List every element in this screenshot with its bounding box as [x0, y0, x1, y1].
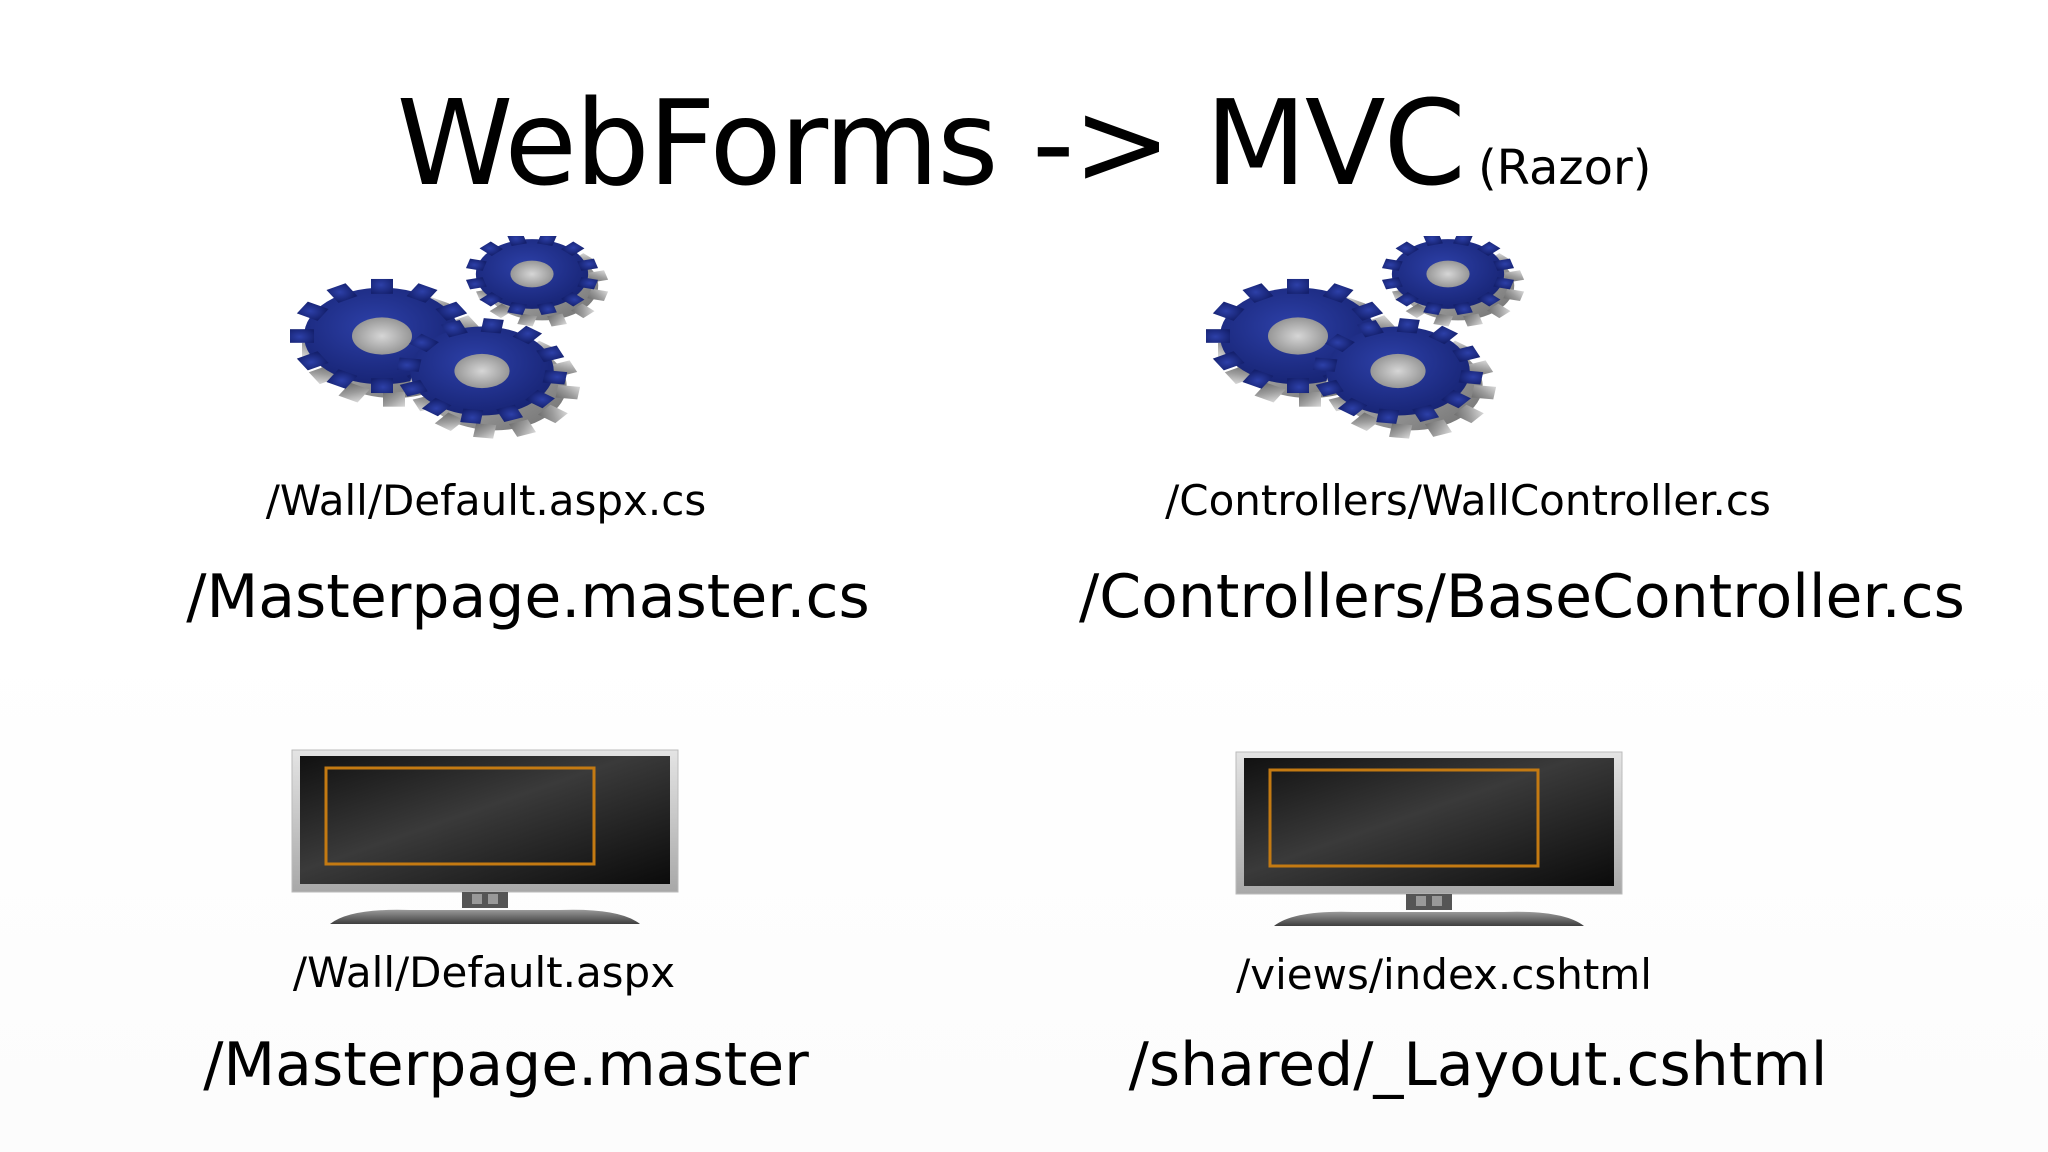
webforms-code-behind-page: /Wall/Default.aspx.cs [265, 476, 707, 525]
mvc-base-controller: /Controllers/BaseController.cs [1079, 562, 1965, 632]
webforms-view-page: /Wall/Default.aspx [292, 948, 676, 997]
title-suffix: (Razor) [1477, 140, 1652, 196]
mvc-layout: /shared/_Layout.cshtml [1128, 1030, 1828, 1100]
gears-icon [282, 236, 662, 466]
webforms-view-master: /Masterpage.master [203, 1030, 809, 1100]
monitor-icon [1234, 750, 1624, 930]
mvc-controller: /Controllers/WallController.cs [1165, 476, 1771, 525]
mvc-view: /views/index.cshtml [1236, 950, 1652, 999]
slide-title: WebForms -> MVC(Razor) [0, 74, 2048, 212]
title-main: WebForms -> MVC [396, 74, 1466, 212]
gears-icon [1198, 236, 1578, 466]
monitor-icon [290, 748, 680, 928]
webforms-code-behind-master: /Masterpage.master.cs [186, 562, 870, 632]
